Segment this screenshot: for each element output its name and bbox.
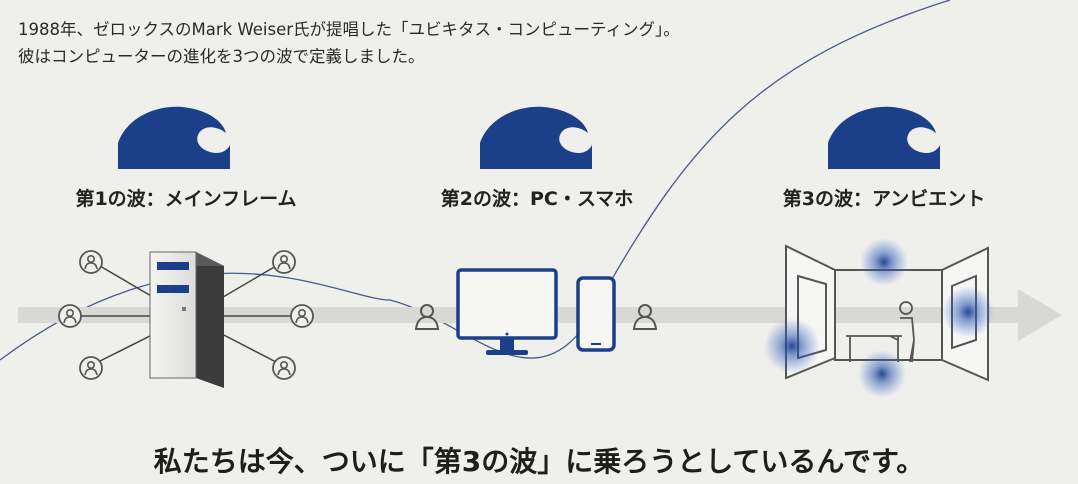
intro-line-1: 1988年、ゼロックスのMark Weiser氏が提唱した「ユビキタス・コンピュ… [18, 20, 680, 39]
wave-icon [828, 106, 940, 169]
user-icon [58, 304, 82, 328]
ambient-light [764, 318, 820, 374]
user-icon [79, 356, 103, 380]
user-icon [79, 250, 103, 274]
wave-3-label: 第3の波：アンビエント [782, 188, 986, 210]
intro-line-2: 彼はコンピューターの進化を3つの波で定義しました。 [18, 47, 425, 66]
intro-text: 1988年、ゼロックスのMark Weiser氏が提唱した「ユビキタス・コンピュ… [18, 16, 680, 70]
smartphone-icon [576, 276, 616, 352]
wave-icon [118, 106, 230, 169]
wave-icon [480, 106, 592, 169]
wave-1-label: 第1の波：メインフレーム [75, 188, 297, 210]
user-icon [272, 356, 296, 380]
ambient-light [860, 238, 908, 286]
wave-2-label: 第2の波：PC・スマホ [440, 188, 634, 210]
user-icon [272, 250, 296, 274]
monitor-icon [456, 268, 558, 355]
mainframe-illustration [58, 250, 314, 388]
ambient-light [942, 286, 994, 338]
conclusion-text: 私たちは今、ついに「第3の波」に乗ろうとしているんです。 [153, 445, 925, 478]
user-icon [290, 304, 314, 328]
ambient-room-illustration [764, 238, 994, 398]
server-icon [149, 251, 224, 388]
pc-smartphone-illustration [415, 268, 657, 355]
ambient-light [858, 350, 906, 398]
